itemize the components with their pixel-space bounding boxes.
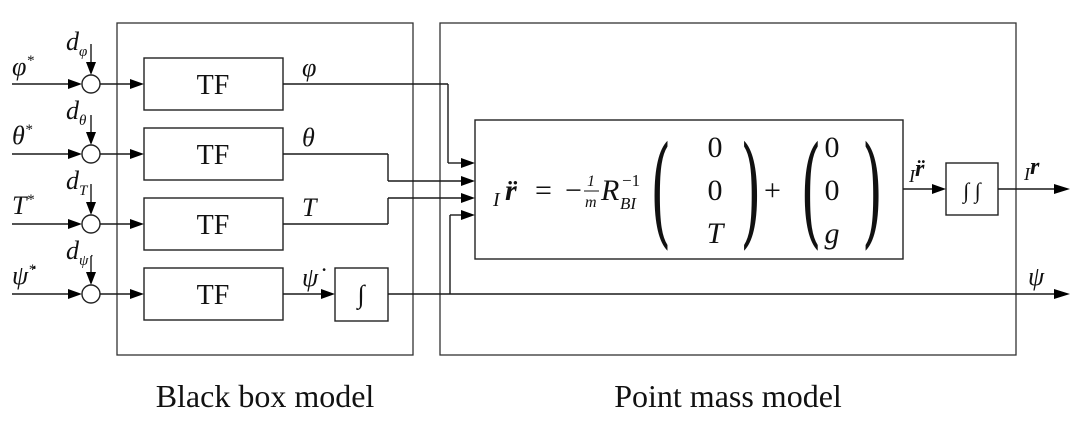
summing-junction xyxy=(81,74,101,94)
tf-label: TF xyxy=(197,210,230,241)
disturbance-label-theta: dθ xyxy=(66,96,87,129)
tf-label: TF xyxy=(197,70,230,101)
equation: I r̈ = − 1 m R −1 BI ( 0 0 T ) + ( 0 0 g… xyxy=(492,121,883,260)
integral-symbol: ∫ xyxy=(355,280,366,310)
tf-output-theta: θ xyxy=(302,123,315,152)
input-row-thrust xyxy=(12,184,475,251)
summing-junction xyxy=(81,144,101,164)
input-row-yaw-rate xyxy=(12,210,1070,322)
ref-label-thrust: T* xyxy=(12,191,34,220)
disturbance-label-thrust: dT xyxy=(66,166,89,199)
input-row-phi xyxy=(12,44,475,168)
svg-text:(: ( xyxy=(650,121,671,260)
svg-text:R: R xyxy=(600,174,619,207)
tf-block xyxy=(143,57,284,111)
svg-text:BI: BI xyxy=(620,194,637,213)
input-row-theta xyxy=(12,115,475,186)
svg-text:−1: −1 xyxy=(622,171,640,190)
disturbance-label-phi: dφ xyxy=(66,27,87,60)
position-output-label: Ir xyxy=(1023,154,1040,184)
svg-text:g: g xyxy=(825,217,840,250)
svg-text:−: − xyxy=(565,174,582,207)
double-integral-symbol: ∫ ∫ xyxy=(961,178,983,204)
tf-block xyxy=(143,197,284,251)
svg-text:I: I xyxy=(492,189,501,211)
disturbance-label-yaw-rate: dψ̇ xyxy=(66,236,93,269)
svg-text:0: 0 xyxy=(825,131,840,164)
tf-output-phi: φ xyxy=(302,53,316,82)
svg-text:0: 0 xyxy=(825,174,840,207)
tf-output-thrust: T xyxy=(302,193,318,222)
accel-output-label: Ir̈ xyxy=(908,156,925,186)
double-integrator-block xyxy=(945,162,999,216)
svg-text:): ) xyxy=(862,121,883,260)
summing-junction xyxy=(81,284,101,304)
svg-text:=: = xyxy=(535,174,552,207)
yaw-output-label: ψ xyxy=(1028,262,1045,291)
tf-label: TF xyxy=(197,280,230,311)
integrator-block xyxy=(334,267,389,322)
svg-text:0: 0 xyxy=(708,174,723,207)
svg-text:(: ( xyxy=(801,121,822,260)
tf-label: TF xyxy=(197,140,230,171)
tf-output-yaw-rate: ψ̇ xyxy=(302,263,326,292)
summing-junction xyxy=(81,214,101,234)
tf-block xyxy=(143,267,284,321)
point-mass-caption: Point mass model xyxy=(614,378,842,414)
svg-text:0: 0 xyxy=(708,131,723,164)
svg-text:r̈: r̈ xyxy=(505,174,517,207)
black-box-group xyxy=(116,22,414,356)
black-box-caption: Black box model xyxy=(156,378,375,414)
svg-text:): ) xyxy=(740,121,761,260)
svg-text:m: m xyxy=(585,194,597,211)
point-mass-equation-block xyxy=(474,119,904,260)
svg-text:+: + xyxy=(764,174,781,207)
svg-text:T: T xyxy=(707,217,726,250)
ref-label-phi: φ* xyxy=(12,52,34,81)
ref-label-yaw-rate: ψ̇* xyxy=(12,261,36,290)
svg-text:1: 1 xyxy=(587,173,595,190)
ref-label-theta: θ* xyxy=(12,121,33,150)
